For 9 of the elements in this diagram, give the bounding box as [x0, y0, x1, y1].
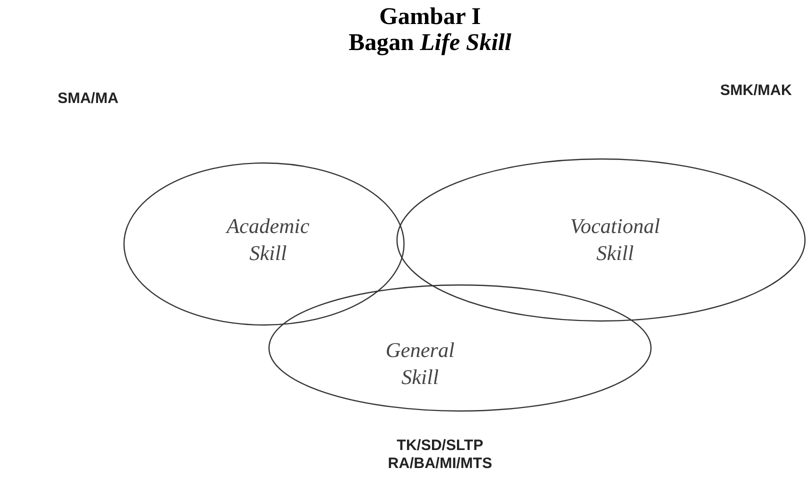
school-level-label: RA/BA/MI/MTS: [388, 455, 492, 472]
school-level-label: TK/SD/SLTP: [396, 437, 484, 454]
figure-subtitle: Bagan Life Skill: [348, 30, 512, 57]
set-label: Academic Skill: [226, 213, 310, 267]
figure-title: Gambar I: [379, 4, 481, 31]
school-level-label: SMA/MA: [58, 90, 118, 107]
set-label: Vocational Skill: [570, 213, 660, 267]
school-level-label: SMK/MAK: [720, 82, 792, 99]
set-label: General Skill: [386, 337, 454, 391]
